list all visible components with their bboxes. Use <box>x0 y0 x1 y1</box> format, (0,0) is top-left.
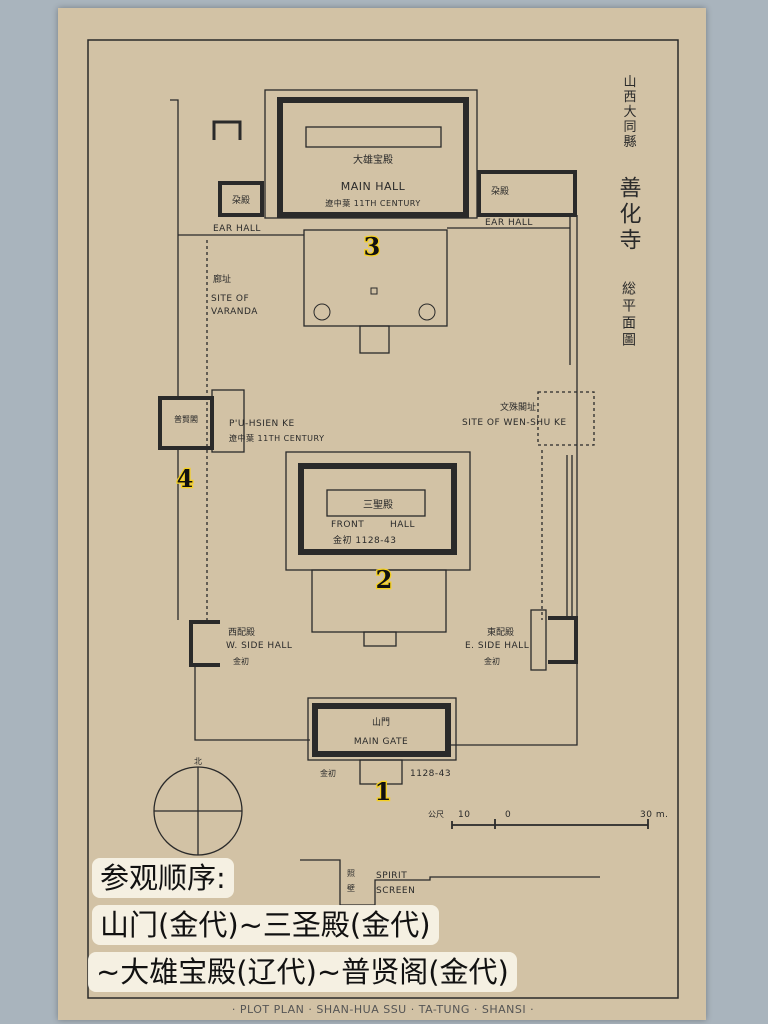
visit-marker-1: 1 <box>375 777 392 806</box>
e-side-hall-cn: 東配殿 <box>487 626 514 638</box>
scale-tick-30: 30 m. <box>640 810 668 820</box>
ear-hall-e-cn: 朶殿 <box>491 186 509 197</box>
spirit-screen-cn1: 照 <box>347 869 355 878</box>
main-gate-cn: 山門 <box>372 717 390 728</box>
compass-north-label: 北 <box>194 757 202 766</box>
puhsien-cn: 普賢閣 <box>174 414 198 424</box>
veranda-cn: 廊址 <box>213 273 231 285</box>
spirit-screen-en1: SPIRIT <box>376 871 407 881</box>
visit-marker-3: 3 <box>364 232 381 261</box>
visit-order-heading: 参观顺序: <box>92 858 234 898</box>
front-hall-walls <box>298 463 457 555</box>
visit-marker-2: 2 <box>376 565 393 594</box>
front-hall-date: 金初 1128-43 <box>333 534 396 546</box>
main-hall-date: 遼中葉 11TH CENTURY <box>325 198 420 208</box>
visit-marker-4: 4 <box>177 464 194 493</box>
veranda-en1: SITE OF <box>211 294 249 304</box>
paper-sheet <box>58 8 706 1020</box>
visit-order-line-1: 山门(金代)~三圣殿(金代) <box>92 905 439 945</box>
main-gate-en: MAIN GATE <box>354 737 408 747</box>
front-hall-cn: 三聖殿 <box>363 499 393 511</box>
wenshu-cn: 文殊閣址 <box>500 401 536 413</box>
title-subtitle: 総平面圖 <box>620 281 636 349</box>
e-side-hall-walls <box>548 616 578 664</box>
footer-plan-title: · PLOT PLAN · SHAN-HUA SSU · TA-TUNG · S… <box>232 1003 534 1016</box>
ear-hall-w-en: EAR HALL <box>213 224 261 234</box>
visit-order-line-2: ~大雄宝殿(辽代)~普贤阁(金代) <box>88 952 517 992</box>
spirit-screen-en2: SCREEN <box>376 886 415 896</box>
e-side-hall-en: E. SIDE HALL <box>465 641 529 651</box>
w-side-hall-date: 金初 <box>233 656 249 666</box>
title-name: 善化寺 <box>616 176 642 254</box>
ear-hall-e-en: EAR HALL <box>485 218 533 228</box>
scale-tick-10: 10 <box>458 810 470 820</box>
front-hall-en2: HALL <box>390 520 415 530</box>
e-side-hall-date: 金初 <box>484 656 500 666</box>
main-gate-date-right: 1128-43 <box>410 769 451 779</box>
vertical-title: 山西大同縣 善化寺 総平面圖 <box>616 75 642 350</box>
main-hall-cn: 大雄宝殿 <box>353 153 393 166</box>
puhsien-en: P'U-HSIEN KE <box>229 419 295 429</box>
scale-bar <box>451 819 649 829</box>
ear-hall-w-walls <box>218 181 264 217</box>
ear-hall-w-cn: 朶殿 <box>232 195 250 206</box>
main-hall-en: MAIN HALL <box>341 180 406 193</box>
w-side-hall-cn: 西配殿 <box>228 627 255 638</box>
spirit-screen-cn2: 壁 <box>347 883 355 893</box>
scale-unit: 公尺 <box>428 810 444 819</box>
main-gate-date-left: 金初 <box>320 768 336 778</box>
front-hall-en1: FRONT <box>331 520 364 530</box>
wenshu-en: SITE OF WEN-SHU KE <box>462 418 567 428</box>
drawing-frame <box>87 39 679 999</box>
w-side-hall-en: W. SIDE HALL <box>226 641 292 651</box>
ear-hall-e-walls <box>477 170 577 217</box>
title-location: 山西大同縣 <box>621 75 637 150</box>
w-side-hall-walls <box>189 620 220 667</box>
main-hall-walls <box>277 97 469 218</box>
puhsien-date: 遼中葉 11TH CENTURY <box>229 433 324 443</box>
scale-tick-0: 0 <box>505 810 511 820</box>
veranda-en2: VARANDA <box>211 307 258 317</box>
main-gate-walls <box>312 703 451 757</box>
